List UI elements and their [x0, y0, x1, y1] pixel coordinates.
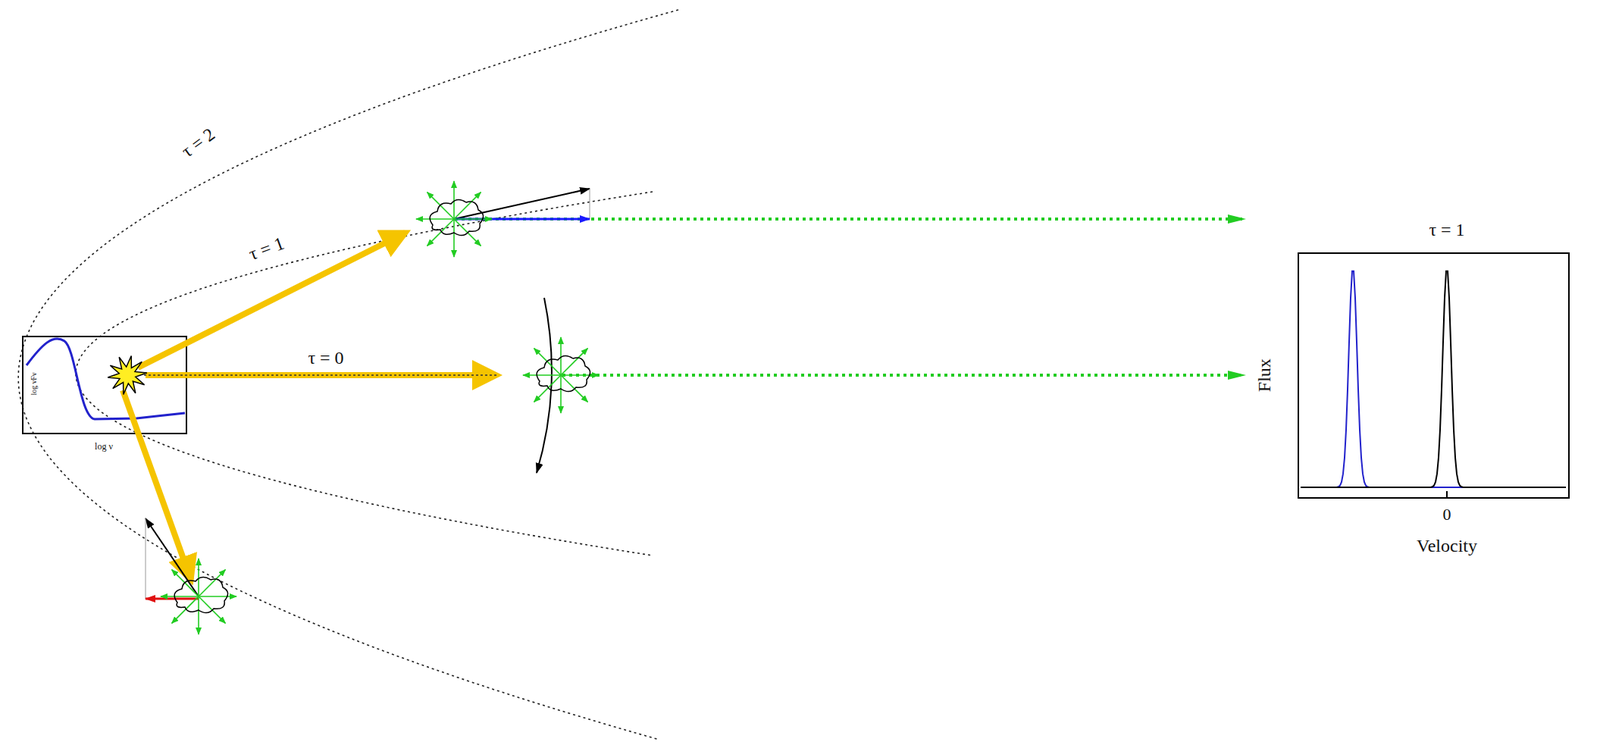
axis-label: Flux — [1254, 356, 1275, 394]
chart-title: τ = 1 — [1427, 219, 1466, 240]
emission-ray — [198, 595, 237, 598]
emission-ray — [560, 337, 562, 376]
spectrum-curve — [26, 338, 185, 420]
emission-ray — [416, 218, 455, 220]
depth-label: τ = 2 — [177, 122, 221, 162]
depth-label: τ = 0 — [306, 347, 345, 368]
rotation-arrow — [536, 297, 552, 473]
emission-ray — [197, 596, 200, 635]
axis-label: log νFν — [29, 370, 38, 397]
spectrum-inset — [22, 336, 187, 434]
projection-line — [589, 188, 591, 220]
velocity-vector — [145, 518, 199, 597]
emission-ray — [160, 595, 199, 598]
central-source — [107, 356, 148, 395]
emission-ray — [454, 218, 492, 220]
axis-label: Velocity — [1415, 535, 1479, 556]
emission-ray — [522, 374, 561, 376]
tick-label: 0 — [1441, 505, 1453, 524]
photon-arrow — [137, 232, 406, 368]
velocity-vector — [454, 188, 590, 220]
axis-tick — [1446, 491, 1448, 498]
photon-arrow — [145, 372, 497, 379]
sightline — [144, 374, 497, 376]
gas-cloud — [429, 199, 483, 235]
rest-peak — [1300, 271, 1566, 488]
emission-ray — [454, 217, 1245, 221]
emission-ray — [562, 373, 1245, 377]
clouds — [160, 181, 599, 635]
projection-line — [145, 518, 147, 599]
emission-ray — [453, 219, 455, 257]
tau2-surface — [18, 9, 679, 740]
los-component — [454, 218, 590, 221]
blue-peak — [1300, 271, 1566, 488]
profile-frame — [1298, 253, 1569, 498]
emission-ray — [453, 181, 455, 220]
emission-ray — [560, 375, 562, 414]
emission-ray — [560, 374, 599, 376]
gas-cloud — [536, 355, 590, 392]
photon-arrow — [122, 390, 191, 580]
los-component — [145, 598, 199, 601]
gas-cloud — [174, 576, 228, 613]
depth-label: τ = 1 — [244, 232, 289, 265]
axis-label: log ν — [93, 441, 115, 452]
emission-ray — [197, 558, 200, 597]
